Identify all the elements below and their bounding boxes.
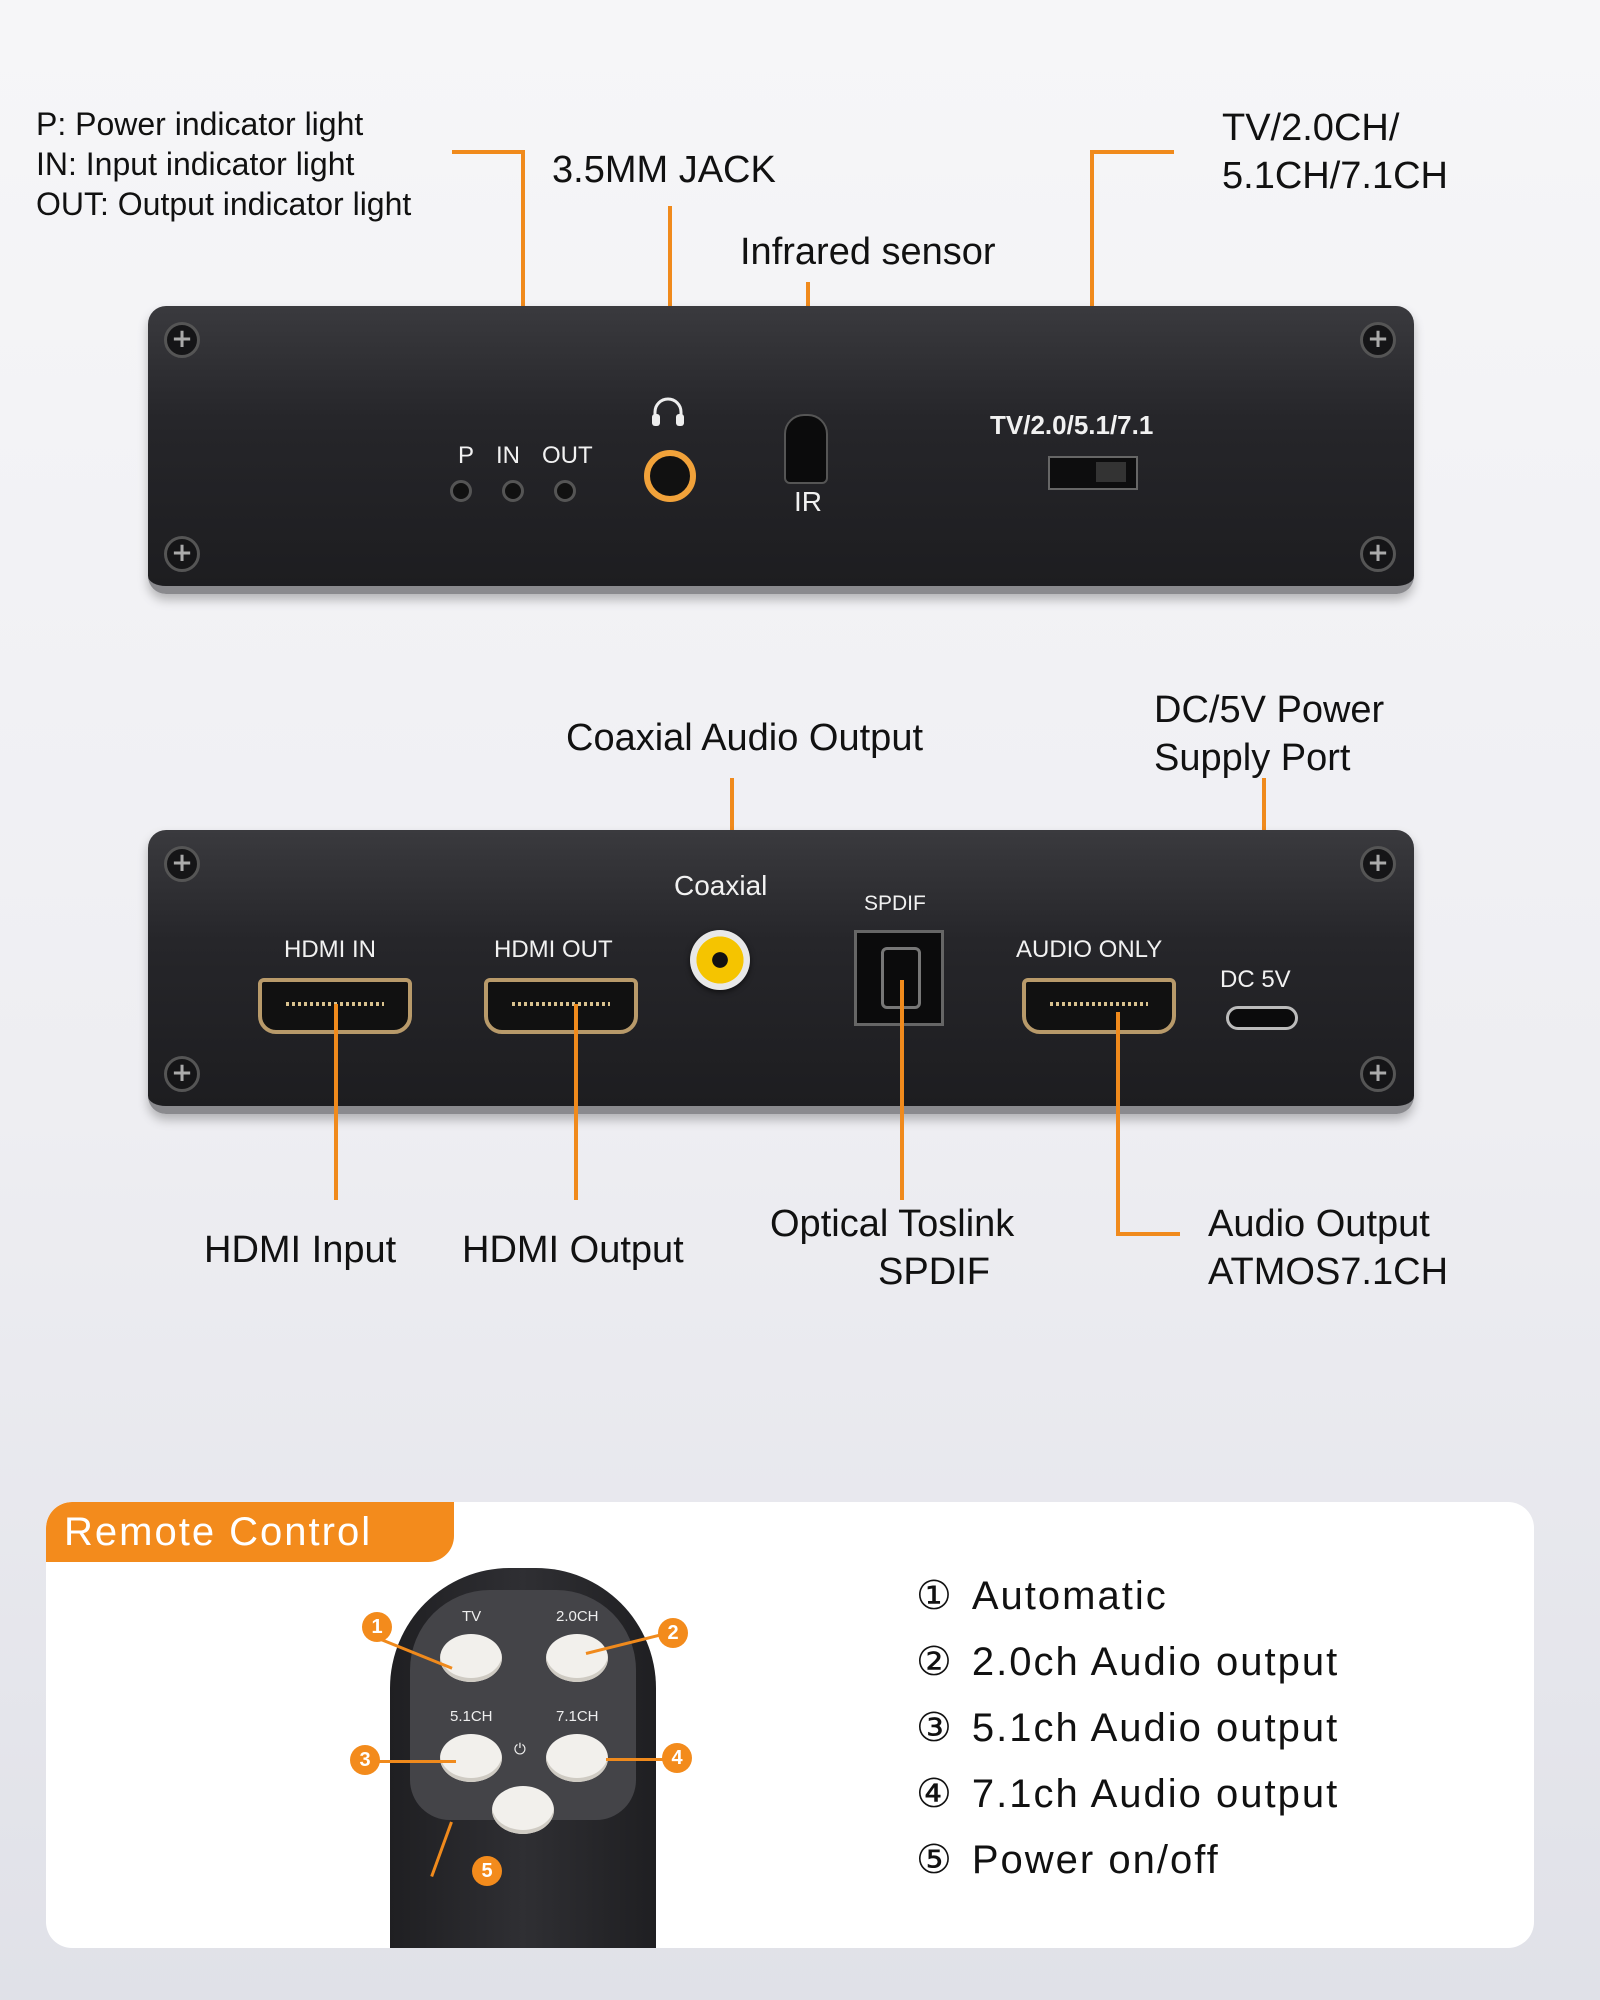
switch-label: TV/2.0/5.1/7.1 [990,410,1154,440]
hdmi-in-label: HDMI IN [284,936,376,963]
leader-audio-h [1116,1232,1180,1236]
badge-4: 4 [662,1743,692,1773]
leader-optical [900,980,904,1200]
spdif-label: SPDIF [864,892,926,915]
optical-port [854,930,944,1026]
callout-audio-line1: Audio Output [1208,1203,1430,1245]
callout-hdmi-input: HDMI Input [204,1229,397,1271]
ir-sensor [784,414,828,484]
71ch-button[interactable] [546,1734,608,1782]
mode-switch[interactable] [1048,456,1138,490]
callout-dc-line1: DC/5V Power [1154,689,1385,731]
power-led [450,480,472,502]
power-icon: ⏻ [514,1740,526,1758]
callout-mode-line1: TV/2.0CH/ [1222,107,1400,149]
leader-hdmi-output [574,1004,578,1200]
callout-input-indicator: IN: Input indicator light [36,146,355,182]
badge-3: 3 [350,1745,380,1775]
remote-label-2ch: 2.0CH [556,1608,599,1625]
callout-optical-line2: SPDIF [878,1251,990,1293]
screw-icon: + [1360,536,1396,572]
audio-only-label: AUDIO ONLY [1016,936,1163,963]
usb-c-port [1226,1006,1298,1030]
leader-mode-h [1090,150,1174,154]
headphone-icon [652,397,684,426]
coaxial-port [690,930,750,990]
callout-power-indicator: P: Power indicator light [36,106,364,142]
front-panel: + + + + P IN OUT IR TV/2.0/5.1/7.1 [148,306,1414,594]
leader-indicators-h [452,150,524,154]
callout-hdmi-output: HDMI Output [462,1229,684,1271]
input-led [502,480,524,502]
tv-button[interactable] [440,1634,502,1682]
callout-jack: 3.5MM JACK [552,149,776,191]
callout-infrared: Infrared sensor [740,231,996,273]
remote-button-pad: TV 2.0CH 5.1CH 7.1CH ⏻ [410,1590,636,1834]
remote-label-51ch: 5.1CH [450,1708,493,1725]
remote-control-card: Remote Control TV 2.0CH 5.1CH 7.1CH ⏻ 1 … [46,1502,1534,1948]
leader-badge-3 [376,1760,456,1763]
headphone-jack [644,450,696,502]
callout-coaxial: Coaxial Audio Output [566,717,924,759]
audio-only-port [1022,978,1176,1034]
callout-optical-line1: Optical Toslink [770,1203,1015,1245]
screw-icon: + [164,1056,200,1092]
dc-label: DC 5V [1220,966,1291,993]
callout-audio-line2: ATMOS7.1CH [1208,1251,1449,1293]
led-label-out: OUT [542,442,593,469]
badge-1: 1 [362,1612,392,1642]
leader-indicators-v [521,150,525,412]
screw-icon: + [1360,846,1396,882]
ir-label: IR [794,486,822,517]
badge-5: 5 [472,1856,502,1886]
hdmi-out-label: HDMI OUT [494,936,613,963]
led-label-in: IN [496,442,520,469]
remote-control-title: Remote Control [46,1502,454,1562]
badge-2: 2 [658,1618,688,1648]
2ch-button[interactable] [546,1634,608,1682]
output-led [554,480,576,502]
rear-panel: + + + + HDMI IN HDMI OUT Coaxial SPDIF A… [148,830,1414,1114]
coaxial-label: Coaxial [674,870,768,901]
hdmi-out-port [484,978,638,1034]
leader-hdmi-input [334,1004,338,1200]
remote-label-71ch: 7.1CH [556,1708,599,1725]
leader-audio-v [1116,1012,1120,1236]
screw-icon: + [164,846,200,882]
callout-mode-line2: 5.1CH/7.1CH [1222,155,1448,197]
remote-label-tv: TV [462,1608,482,1625]
51ch-button[interactable] [440,1734,502,1782]
screw-icon: + [164,322,200,358]
led-label-p: P [458,442,475,469]
leader-badge-4 [606,1758,686,1761]
callout-output-indicator: OUT: Output indicator light [36,186,412,222]
power-button[interactable] [492,1786,554,1834]
screw-icon: + [1360,1056,1396,1092]
screw-icon: + [1360,322,1396,358]
callout-dc-line2: Supply Port [1154,737,1351,779]
screw-icon: + [164,536,200,572]
